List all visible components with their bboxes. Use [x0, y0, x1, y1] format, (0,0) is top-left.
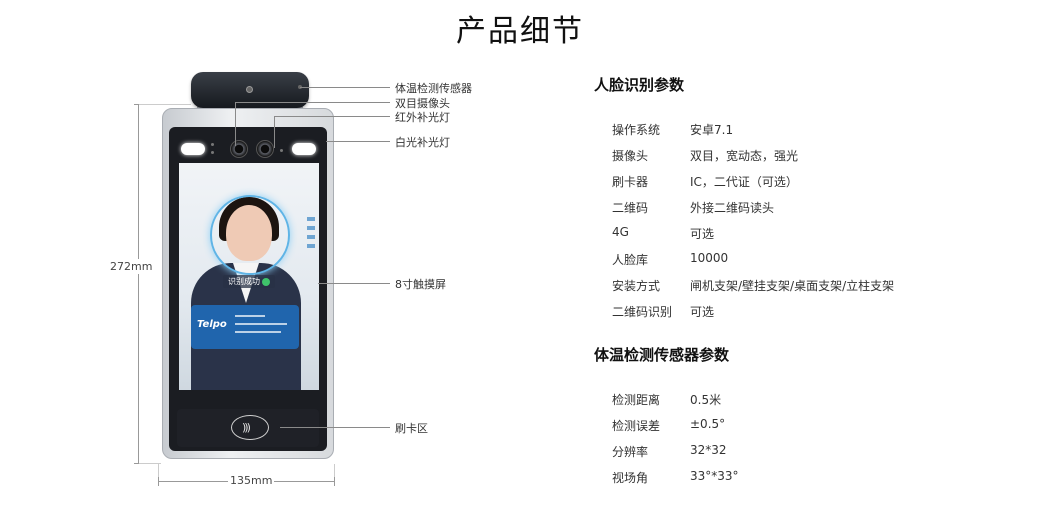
height-dimension-label: 272mm: [110, 259, 153, 274]
callout-line: [300, 87, 390, 88]
callout-white-fill-light: 白光补光灯: [395, 136, 450, 149]
device-body: 识别成功 Telpo ))): [162, 108, 334, 459]
nfc-icon: ))): [231, 415, 269, 440]
spec-row: 二维码识别 可选: [612, 303, 714, 320]
width-guide-right: [334, 464, 335, 486]
white-fill-light-left: [181, 143, 205, 155]
info-card-line: [235, 331, 281, 333]
width-dimension-tick-left: [158, 477, 159, 486]
spec-value: 安卓7.1: [690, 123, 734, 137]
spec-value: 可选: [690, 227, 715, 241]
spec-row: 操作系统 安卓7.1: [612, 121, 733, 138]
width-guide-left: [158, 464, 159, 486]
spec-row: 刷卡器 IC，二代证（可选）: [612, 173, 798, 190]
spec-key: 安装方式: [612, 279, 661, 293]
nfc-wave-icon: ))): [242, 421, 251, 434]
callout-line-vertical: [235, 102, 236, 146]
height-dimension-line: [138, 104, 139, 464]
spec-key: 人脸库: [612, 253, 649, 267]
device-front-panel: 识别成功 Telpo ))): [169, 127, 327, 451]
spec-row: 摄像头 双目，宽动态，强光: [612, 147, 798, 164]
spec-value: 32*32: [690, 443, 727, 457]
page-title: 产品细节: [456, 14, 584, 49]
spec-value: IC，二代证（可选）: [690, 175, 798, 189]
spec-row: 人脸库 10000: [612, 251, 728, 268]
white-fill-light-right: [292, 143, 316, 155]
spec-key: 二维码: [612, 201, 649, 215]
ir-light-dot: [211, 151, 214, 154]
person-info-card: Telpo: [191, 305, 299, 349]
spec-row: 检测误差 ±0.5°: [612, 417, 725, 434]
callout-touch-screen: 8寸触摸屏: [395, 278, 446, 291]
check-icon: [262, 277, 270, 286]
callout-line-vertical: [274, 116, 275, 148]
ir-light-dot: [211, 143, 214, 146]
spec-key: 操作系统: [612, 123, 661, 137]
temp-params-title: 体温检测传感器参数: [594, 346, 730, 364]
spec-value: 可选: [690, 305, 715, 319]
height-dimension-tick-top: [134, 104, 143, 105]
spec-row: 安装方式 闸机支架/壁挂支架/桌面支架/立柱支架: [612, 277, 894, 294]
spec-value: 33°*33°: [690, 469, 739, 483]
width-dimension-tick-right: [334, 477, 335, 486]
callout-ir-fill-light: 红外补光灯: [395, 111, 450, 124]
spec-value: 闸机支架/壁挂支架/桌面支架/立柱支架: [690, 279, 895, 293]
face-scan-ring: [210, 195, 290, 275]
recognition-success-badge: 识别成功: [223, 275, 275, 288]
spec-key: 二维码识别: [612, 305, 673, 319]
spec-key: 检测距离: [612, 393, 661, 407]
camera-lens-left: [230, 140, 248, 158]
sensor-lens: [246, 86, 253, 93]
height-dimension-tick-bottom: [134, 463, 143, 464]
spec-value: 双目，宽动态，强光: [690, 149, 799, 163]
spec-key: 分辨率: [612, 445, 649, 459]
spec-key: 4G: [612, 225, 629, 239]
face-params-title: 人脸识别参数: [594, 76, 685, 94]
spec-row: 视场角 33°*33°: [612, 469, 739, 486]
callout-binocular-camera: 双目摄像头: [395, 97, 450, 110]
spec-key: 摄像头: [612, 149, 649, 163]
spec-row: 分辨率 32*32: [612, 443, 727, 460]
spec-row: 4G 可选: [612, 225, 714, 242]
spec-row: 检测距离 0.5米: [612, 391, 721, 408]
callout-line: [280, 427, 390, 428]
spec-value: 外接二维码读头: [690, 201, 775, 215]
callout-card-reader: 刷卡区: [395, 422, 428, 435]
callout-line: [326, 141, 390, 142]
recognition-success-text: 识别成功: [228, 277, 260, 286]
screen-side-icons: [307, 217, 315, 251]
spec-row: 二维码 外接二维码读头: [612, 199, 774, 216]
info-card-line: [235, 323, 287, 325]
callout-line: [235, 102, 390, 103]
spec-key: 视场角: [612, 471, 649, 485]
height-guide-top: [139, 104, 191, 105]
card-reader-zone: ))): [177, 409, 319, 447]
device-illustration: 272mm 135mm 识别成功: [100, 60, 500, 516]
spec-value: 10000: [690, 251, 729, 265]
info-card-line: [235, 315, 265, 317]
touch-screen: 识别成功 Telpo: [179, 163, 319, 390]
callout-line: [274, 116, 390, 117]
width-dimension-label: 135mm: [228, 474, 275, 487]
callout-temperature-sensor: 体温检测传感器: [395, 82, 472, 95]
ir-light-dot: [280, 149, 283, 152]
callout-line: [318, 283, 390, 284]
brand-logo: Telpo: [197, 319, 227, 330]
spec-value: 0.5米: [690, 393, 722, 407]
spec-key: 检测误差: [612, 419, 661, 433]
height-guide-bottom: [139, 463, 161, 464]
camera-lens-right: [256, 140, 274, 158]
spec-value: ±0.5°: [690, 417, 726, 431]
spec-key: 刷卡器: [612, 175, 649, 189]
